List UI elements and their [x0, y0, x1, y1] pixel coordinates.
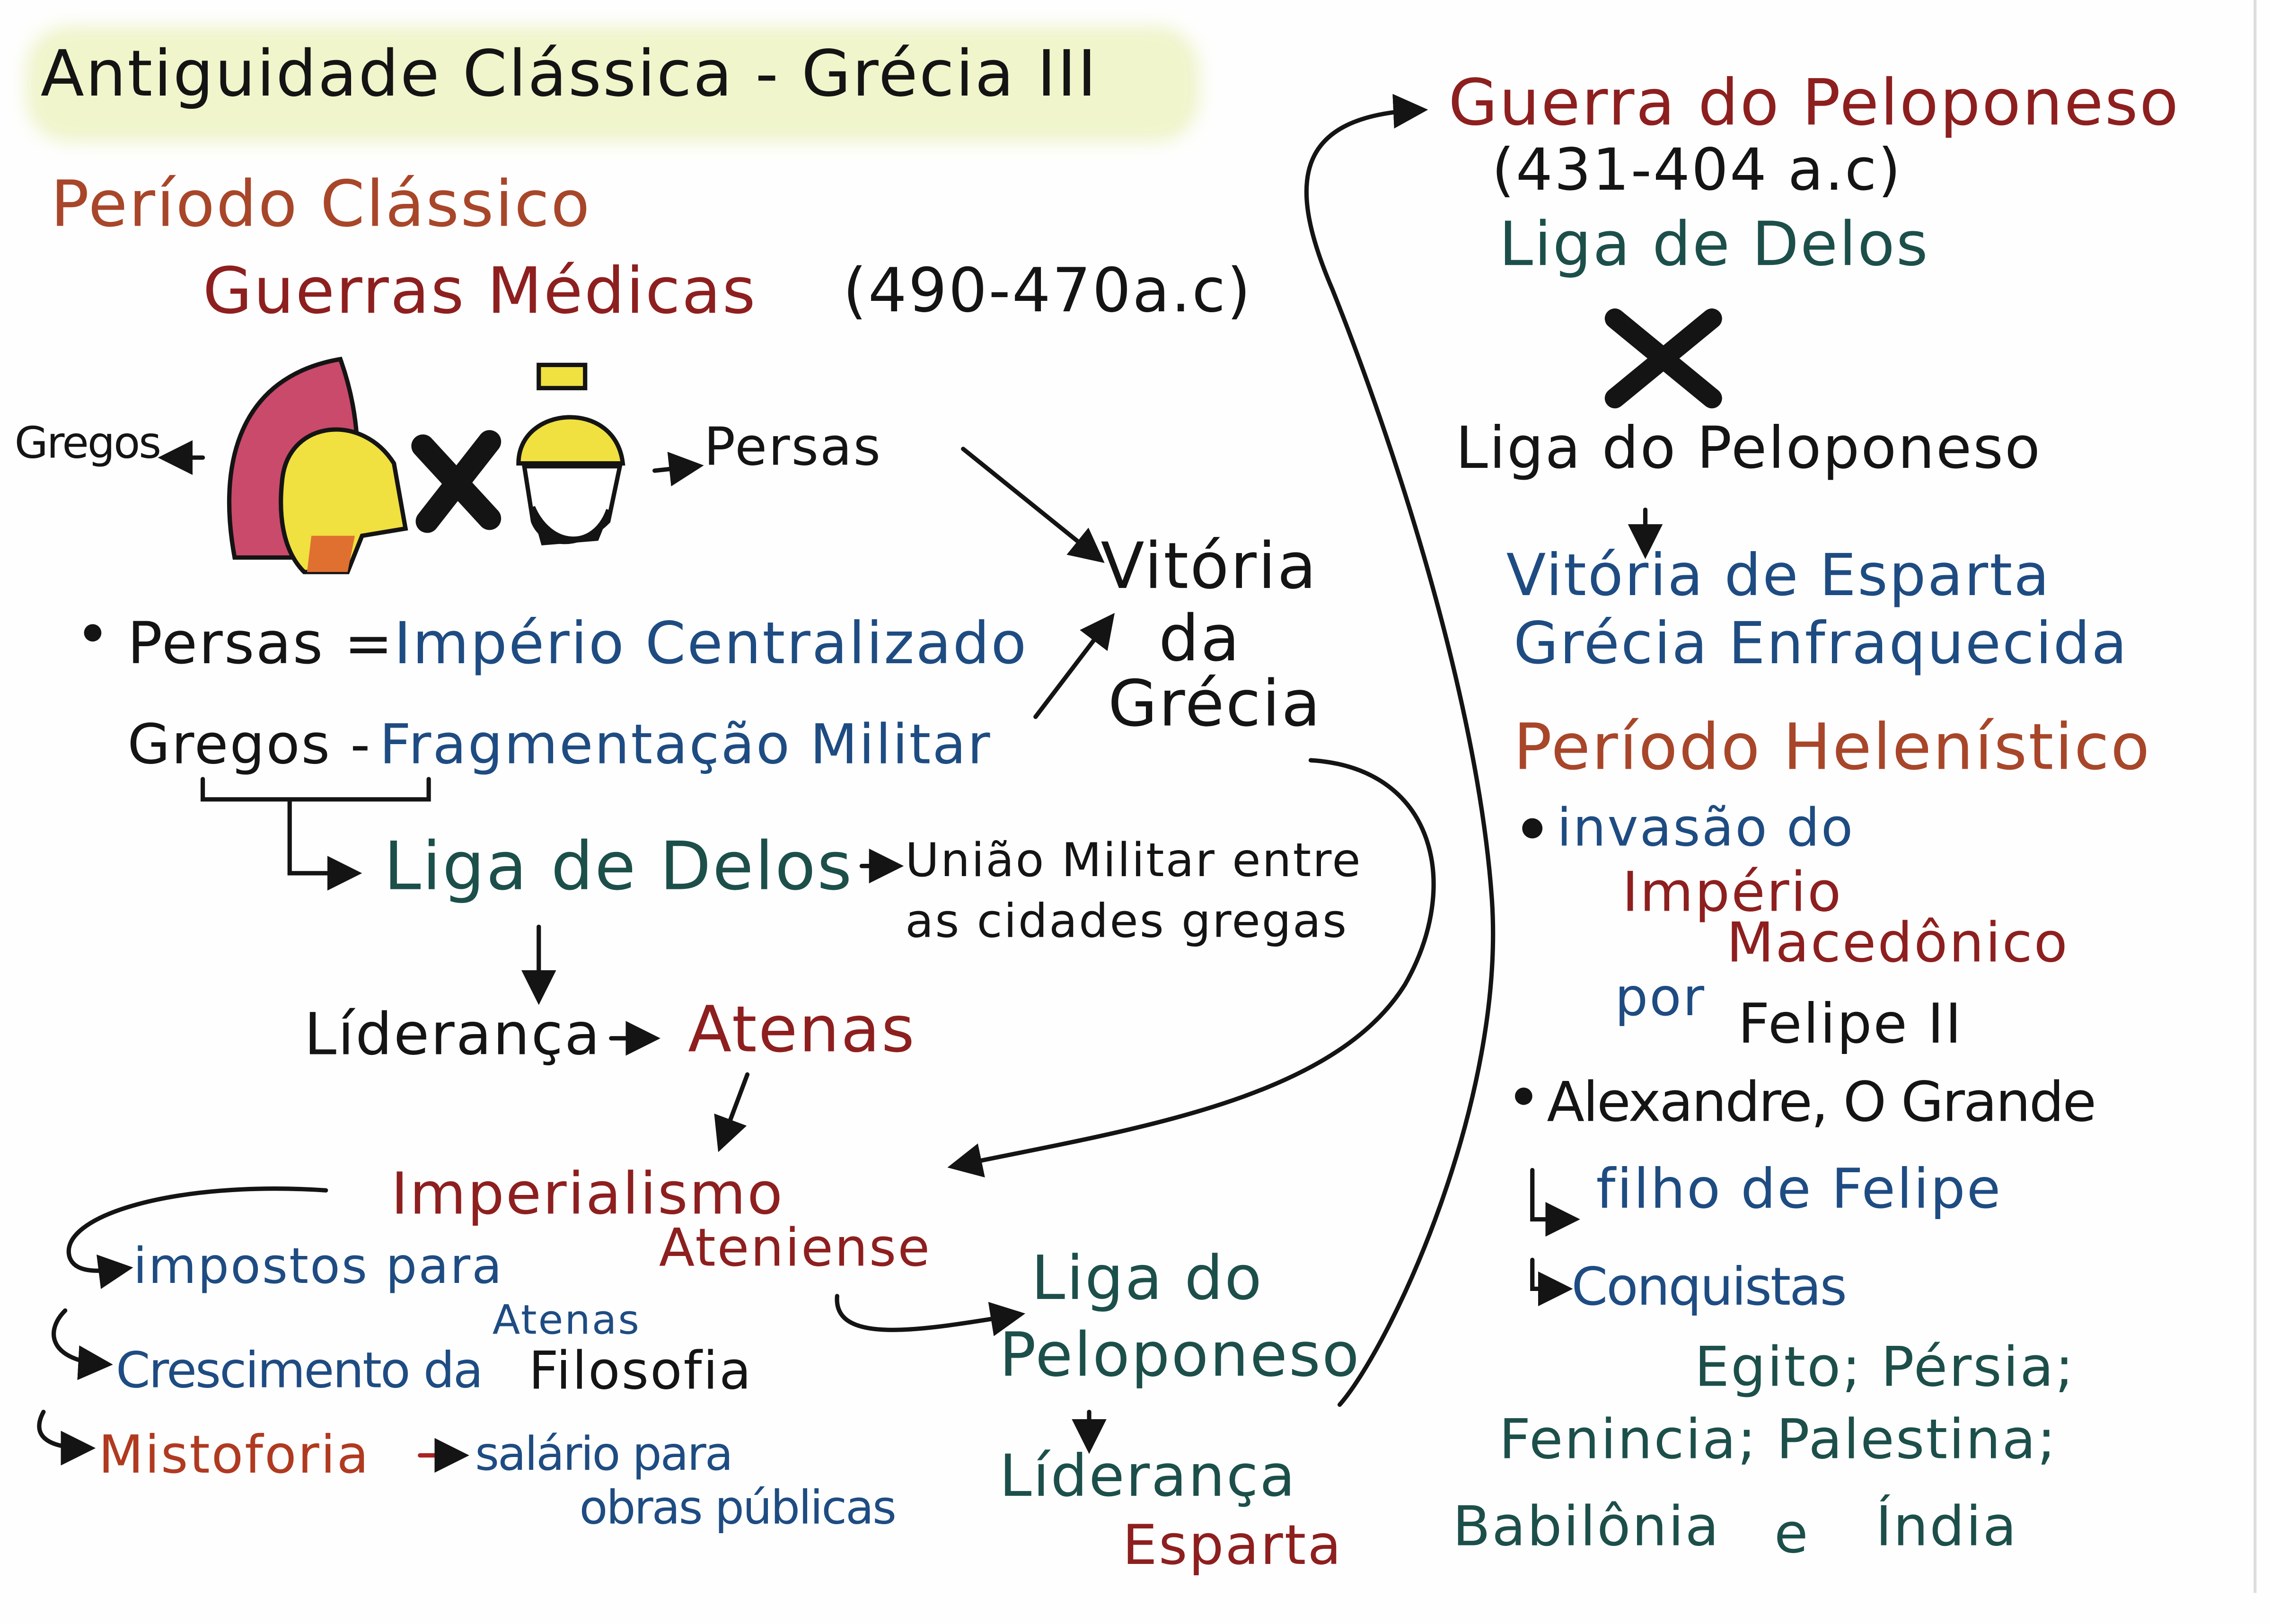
imperio-label: Império: [1622, 860, 1843, 924]
periodo-helenistico: Período Helenístico: [1513, 711, 2151, 785]
arrow-persas-vitoria: [961, 447, 1105, 563]
lideranca-label: Líderança: [304, 1002, 602, 1069]
arrow-conquistas: [1530, 1257, 1573, 1307]
filosofia-label: Filosofia: [528, 1342, 753, 1402]
filho-label: filho de Felipe: [1596, 1157, 2002, 1221]
imperialismo-label: Imperialismo: [391, 1161, 784, 1228]
title-highlight: [26, 26, 1199, 142]
arrow-filho: [1530, 1168, 1580, 1237]
versus-x-icon: [411, 430, 502, 533]
gregos-text: Gregos -: [127, 712, 372, 776]
right-liga-peloponeso: Liga do Peloponeso: [1455, 415, 2042, 483]
curve-imperialismo-branches: [66, 1186, 328, 1289]
conquistas-e: e: [1774, 1501, 1810, 1566]
vitoria-label: Vitória: [1100, 530, 1318, 604]
atenas-label: Atenas: [688, 993, 916, 1068]
cidades-gregas: as cidades gregas: [905, 893, 1348, 949]
bracket-gregos: [200, 777, 431, 873]
macedonico-label: Macedônico: [1726, 911, 2069, 975]
greek-helmet-icon: [227, 356, 408, 574]
conquistas-babilonia: Babilônia: [1452, 1494, 1721, 1558]
vitoria-esparta: Vitória de Esparta: [1506, 543, 2051, 610]
periodo-classico: Período Clássico: [51, 168, 591, 242]
conquistas-label: Conquistas: [1571, 1258, 1847, 1318]
vitoria-da-label: da: [1158, 602, 1241, 676]
curve-crescimento: [52, 1308, 113, 1380]
conquistas-fenincia-palestina: Fenincia; Palestina;: [1499, 1407, 2058, 1472]
curve-vitoria-imperialismo: [947, 758, 1436, 1177]
imperio-centralizado: Império Centralizado: [394, 611, 1028, 678]
versus-x-right-icon: [1604, 308, 1722, 409]
lideranca2-label: Líderança: [999, 1444, 1297, 1510]
liga-do-label: Liga do: [1031, 1242, 1263, 1314]
page-title: Antiguidade Clássica - Grécia III: [40, 37, 1098, 112]
impostos-label: impostos para: [133, 1238, 503, 1296]
bullet-icons: [84, 624, 1543, 1105]
conquistas-egito-persia: Egito; Pérsia;: [1694, 1335, 2075, 1399]
obras-publicas-label: obras públicas: [579, 1480, 897, 1535]
curve-to-guerra-peloponeso: [1304, 94, 1496, 1407]
alexandre-label: Alexandre, O Grande: [1547, 1070, 2096, 1134]
arrow-atenas-imperialismo: [714, 1072, 750, 1152]
persas-text: Persas =: [127, 611, 395, 678]
uniao-militar: União Militar entre: [905, 833, 1362, 888]
vitoria-grecia-label: Grécia: [1108, 667, 1322, 742]
guerra-peloponeso: Guerra do Peloponeso: [1448, 66, 2180, 140]
crescimento-label: Crescimento da: [115, 1342, 484, 1401]
guerras-medicas: Guerras Médicas: [202, 255, 757, 329]
arrow-gregos-vitoria: [1033, 613, 1115, 719]
mistoforia-label: Mistoforia: [98, 1426, 370, 1486]
liga-de-delos: Liga de Delos: [384, 826, 854, 905]
guerra-peloponeso-dates: (431-404 a.c): [1492, 137, 1902, 204]
por-label: por: [1615, 968, 1706, 1028]
curve-mistoforia: [37, 1410, 96, 1466]
ateniense-label: Ateniense: [659, 1219, 932, 1279]
esparta-label: Esparta: [1122, 1513, 1343, 1577]
invasao-label: invasão do: [1557, 799, 1855, 859]
arrow-to-persas: [652, 452, 704, 487]
peloponeso-label: Peloponeso: [999, 1319, 1361, 1390]
salario-label: salário para: [475, 1426, 733, 1482]
felipe-label: Felipe II: [1738, 992, 1963, 1056]
persian-helmet-icon: [516, 362, 625, 545]
curve-to-liga-peloponeso: [835, 1294, 1026, 1336]
fragmentacao-militar: Fragmentação Militar: [379, 712, 992, 776]
persas-label: Persas: [704, 418, 882, 478]
gregos-label: Gregos: [14, 418, 161, 469]
guerras-medicas-dates: (490-470a.c): [843, 255, 1252, 326]
grecia-enfraquecida: Grécia Enfraquecida: [1513, 611, 2129, 678]
conquistas-india: Índia: [1875, 1494, 2018, 1558]
page-edge: [2253, 0, 2257, 1593]
impostos-atenas: Atenas: [492, 1296, 641, 1344]
right-liga-de-delos: Liga de Delos: [1499, 208, 1929, 280]
